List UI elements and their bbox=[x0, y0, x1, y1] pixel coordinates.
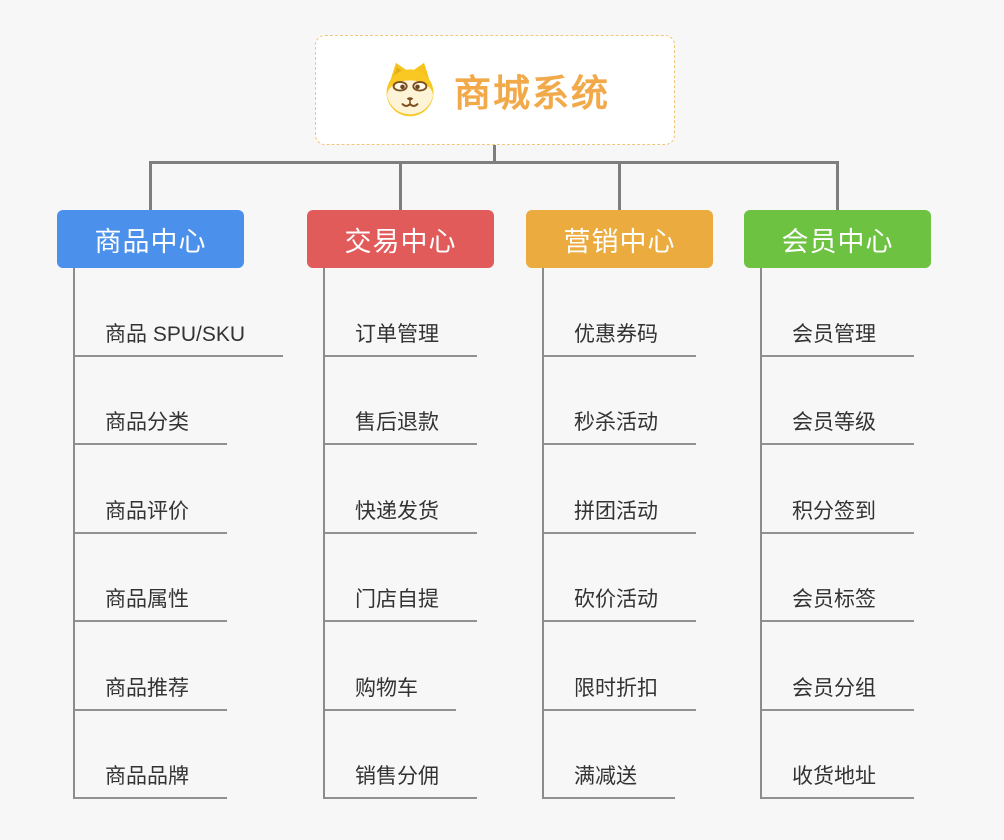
child-node[interactable]: 售后退款 bbox=[323, 357, 494, 445]
branch-children: 优惠券码 秒杀活动 拼团活动 砍价活动 限时折扣 满减送 bbox=[542, 268, 713, 799]
child-node[interactable]: 会员管理 bbox=[760, 268, 931, 357]
branch-node[interactable]: 交易中心 bbox=[307, 210, 494, 268]
child-node[interactable]: 限时折扣 bbox=[542, 622, 713, 711]
child-node-label: 满减送 bbox=[542, 760, 675, 799]
branch-4: 会员中心 会员管理 会员等级 积分签到 会员标签 会员分组 收货地址 bbox=[744, 210, 931, 799]
child-node[interactable]: 订单管理 bbox=[323, 268, 494, 357]
branch-node[interactable]: 会员中心 bbox=[744, 210, 931, 268]
child-node[interactable]: 商品推荐 bbox=[73, 622, 244, 711]
child-node[interactable]: 商品 SPU/SKU bbox=[73, 268, 284, 357]
child-node-label: 快递发货 bbox=[323, 495, 477, 534]
connector-stub-branch-2 bbox=[399, 161, 402, 210]
child-node-label: 门店自提 bbox=[323, 583, 477, 622]
child-node-label: 购物车 bbox=[323, 672, 456, 711]
branch-node[interactable]: 营销中心 bbox=[526, 210, 713, 268]
branch-children: 订单管理 售后退款 快递发货 门店自提 购物车 销售分佣 bbox=[323, 268, 494, 799]
root-node-mall-system[interactable]: 商城系统 bbox=[315, 35, 675, 145]
child-node[interactable]: 砍价活动 bbox=[542, 534, 713, 622]
branch-3: 营销中心 优惠券码 秒杀活动 拼团活动 砍价活动 限时折扣 满减送 bbox=[526, 210, 713, 799]
child-node[interactable]: 会员标签 bbox=[760, 534, 931, 622]
child-node[interactable]: 购物车 bbox=[323, 622, 494, 711]
connector-horizontal-line bbox=[149, 161, 839, 164]
child-node-label: 会员分组 bbox=[760, 672, 914, 711]
child-node-label: 商品分类 bbox=[73, 406, 227, 445]
child-node-label: 订单管理 bbox=[323, 318, 477, 357]
child-node-label: 商品 SPU/SKU bbox=[73, 318, 284, 357]
child-node[interactable]: 门店自提 bbox=[323, 534, 494, 622]
child-node[interactable]: 快递发货 bbox=[323, 445, 494, 534]
child-node[interactable]: 会员分组 bbox=[760, 622, 931, 711]
child-node[interactable]: 会员等级 bbox=[760, 357, 931, 445]
connector-stub-branch-4 bbox=[836, 161, 839, 210]
child-node[interactable]: 商品品牌 bbox=[73, 711, 244, 799]
child-node[interactable]: 收货地址 bbox=[760, 711, 931, 799]
child-node-label: 会员标签 bbox=[760, 583, 914, 622]
root-title: 商城系统 bbox=[454, 73, 610, 114]
child-node-label: 积分签到 bbox=[760, 495, 914, 534]
child-node[interactable]: 销售分佣 bbox=[323, 711, 494, 799]
branch-node[interactable]: 商品中心 bbox=[57, 210, 244, 268]
child-node-label: 收货地址 bbox=[760, 760, 914, 799]
child-node-label: 商品推荐 bbox=[73, 672, 227, 711]
branch-1: 商品中心 商品 SPU/SKU 商品分类 商品评价 商品属性 商品推荐 商品品牌 bbox=[57, 210, 284, 799]
child-node[interactable]: 满减送 bbox=[542, 711, 713, 799]
child-node[interactable]: 商品评价 bbox=[73, 445, 244, 534]
child-node-label: 限时折扣 bbox=[542, 672, 696, 711]
branch-children: 会员管理 会员等级 积分签到 会员标签 会员分组 收货地址 bbox=[760, 268, 931, 799]
child-node-label: 销售分佣 bbox=[323, 760, 477, 799]
child-node-label: 会员管理 bbox=[760, 318, 914, 357]
child-node[interactable]: 秒杀活动 bbox=[542, 357, 713, 445]
child-node-label: 商品属性 bbox=[73, 583, 227, 622]
child-node-label: 商品品牌 bbox=[73, 760, 227, 799]
child-node-label: 砍价活动 bbox=[542, 583, 696, 622]
branch-children: 商品 SPU/SKU 商品分类 商品评价 商品属性 商品推荐 商品品牌 bbox=[73, 268, 284, 799]
branch-2: 交易中心 订单管理 售后退款 快递发货 门店自提 购物车 销售分佣 bbox=[307, 210, 494, 799]
child-node-label: 售后退款 bbox=[323, 406, 477, 445]
child-node[interactable]: 优惠券码 bbox=[542, 268, 713, 357]
child-node-label: 优惠券码 bbox=[542, 318, 696, 357]
child-node[interactable]: 积分签到 bbox=[760, 445, 931, 534]
connector-stub-branch-1 bbox=[149, 161, 152, 210]
doge-icon bbox=[386, 62, 434, 117]
connector-stub-branch-3 bbox=[618, 161, 621, 210]
child-node[interactable]: 商品属性 bbox=[73, 534, 244, 622]
child-node-label: 会员等级 bbox=[760, 406, 914, 445]
connector-root-stub bbox=[493, 145, 496, 163]
child-node-label: 秒杀活动 bbox=[542, 406, 696, 445]
child-node[interactable]: 拼团活动 bbox=[542, 445, 713, 534]
child-node[interactable]: 商品分类 bbox=[73, 357, 244, 445]
child-node-label: 商品评价 bbox=[73, 495, 227, 534]
child-node-label: 拼团活动 bbox=[542, 495, 696, 534]
